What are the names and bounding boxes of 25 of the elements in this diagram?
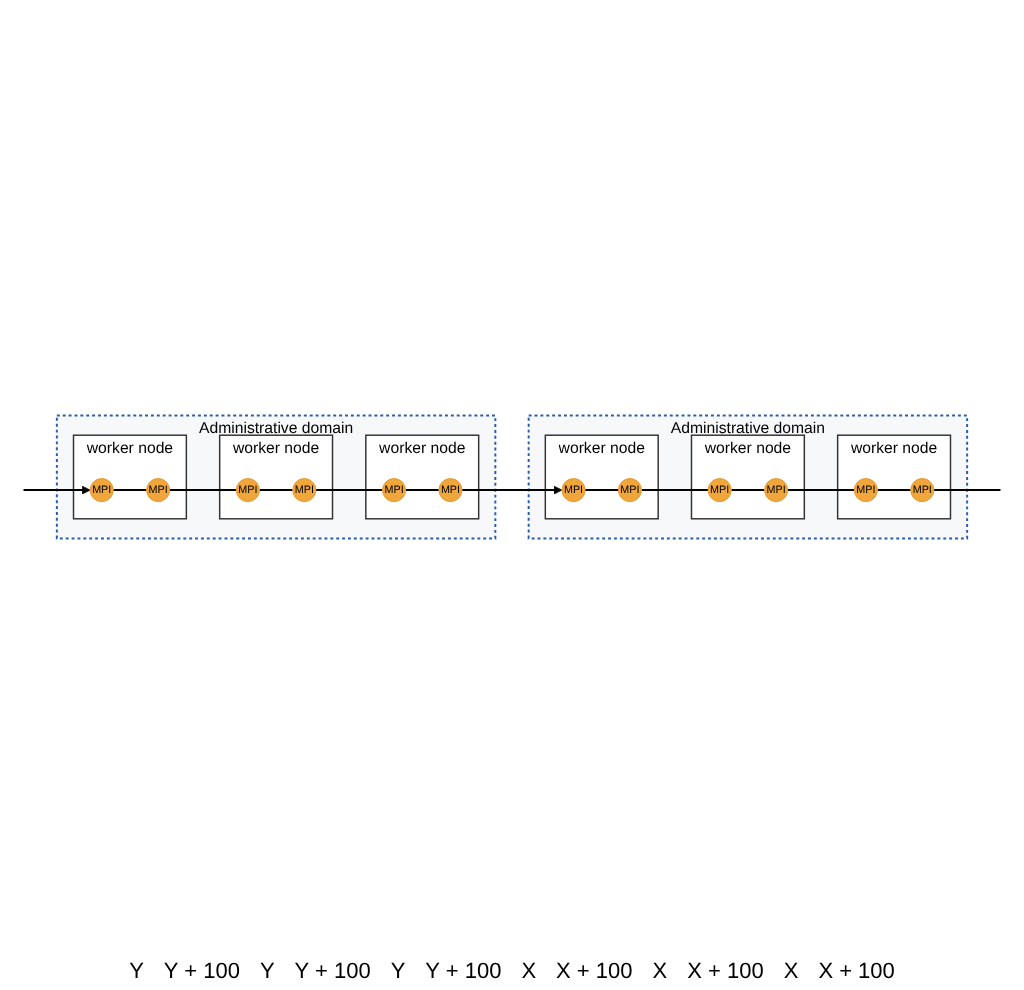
line-label: Y + 100 — [294, 960, 371, 984]
line-label: Y — [129, 960, 144, 984]
connector — [730, 489, 766, 492]
arrow — [461, 485, 563, 495]
connector — [404, 489, 440, 492]
connector — [932, 489, 1002, 492]
connector — [112, 489, 148, 492]
line-label: X — [652, 960, 668, 984]
connector — [786, 489, 856, 492]
line-label: X + 100 — [687, 960, 764, 984]
line-label: Y — [390, 960, 406, 984]
line-label: Y + 100 — [425, 960, 502, 984]
line-label: Y + 100 — [163, 960, 240, 984]
line-label: Y — [259, 960, 275, 984]
connector — [314, 489, 384, 492]
connector — [876, 489, 912, 492]
line-label: X — [783, 960, 799, 984]
arrow — [22, 485, 91, 495]
line-label: X + 100 — [556, 960, 633, 984]
line-label: X + 100 — [818, 960, 895, 984]
connector — [258, 489, 294, 492]
line-label: X — [521, 960, 537, 984]
connector — [640, 489, 710, 492]
connector — [584, 489, 620, 492]
connector — [168, 489, 238, 492]
